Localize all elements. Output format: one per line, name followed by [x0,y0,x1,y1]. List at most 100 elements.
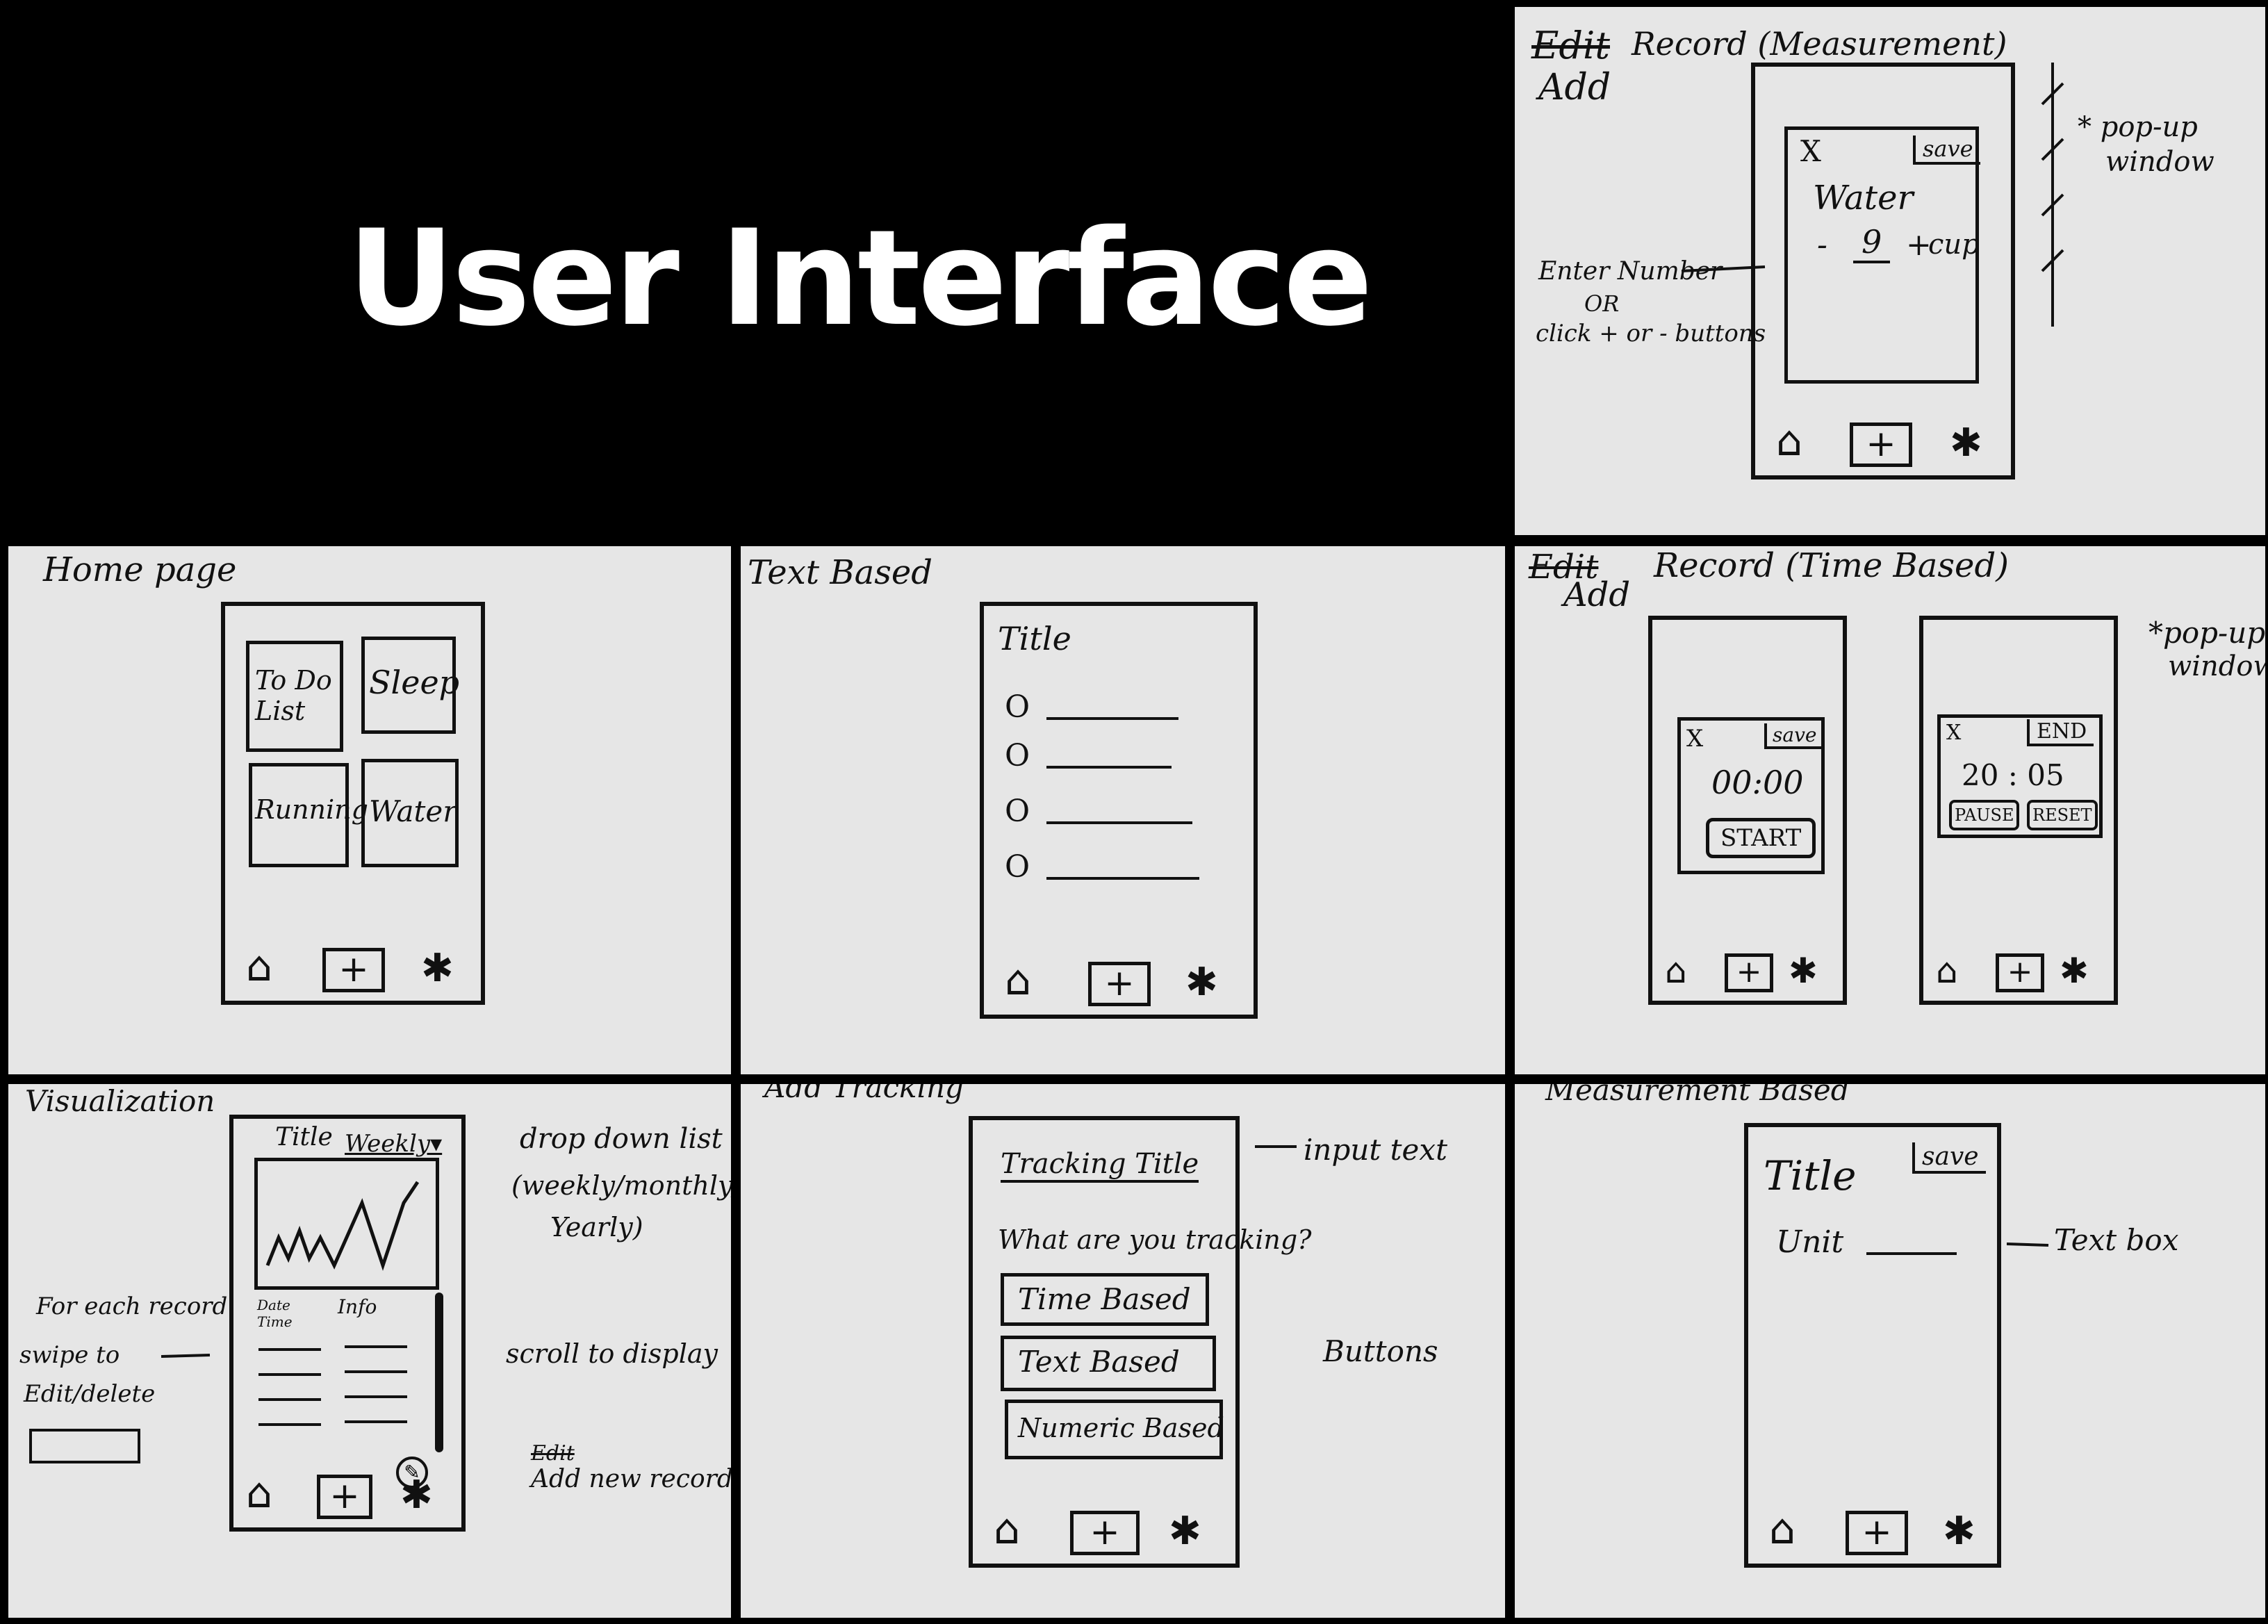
phone-frame: Title save Unit ⌂ + ✱ [1744,1123,2001,1568]
edit-icon: ✎ [404,1461,420,1484]
home-icon[interactable]: ⌂ [1936,951,1958,991]
table-row[interactable] [345,1345,407,1348]
gear-icon[interactable]: ✱ [1950,420,1982,466]
list-item-line[interactable] [1046,877,1199,880]
arrow-icon [2007,1242,2049,1247]
close-button[interactable]: X [1946,721,1962,745]
question-label: What are you tracking? [998,1224,1312,1255]
table-row[interactable] [258,1398,321,1401]
tile-water[interactable]: Water [361,759,459,867]
table-row[interactable] [258,1373,321,1376]
list-item[interactable]: O [1005,738,1030,773]
title-input[interactable]: Title [1764,1152,1857,1199]
note-dropdown: drop down list [520,1123,723,1155]
add-button[interactable]: + [317,1475,372,1519]
save-button[interactable]: save [1913,136,1980,165]
add-button[interactable]: + [1088,962,1151,1006]
heading: Measurement Based [1545,1084,1850,1107]
tile-todo[interactable]: To Do List [246,641,343,752]
heading: Text Based [748,553,932,592]
gear-icon[interactable]: ✱ [1185,960,1218,1005]
popup-window: X save Water - 9 + cup [1784,126,1980,384]
tile-sleep[interactable]: Sleep [361,637,459,734]
gear-icon[interactable]: ✱ [1789,951,1818,991]
tile-running[interactable]: Running [249,763,368,867]
table-row[interactable] [258,1423,321,1426]
home-icon[interactable]: ⌂ [1665,951,1687,991]
list-item-line[interactable] [1046,717,1178,720]
add-button[interactable]: + [1996,953,2044,992]
table-row[interactable] [345,1420,407,1423]
home-icon[interactable]: ⌂ [1776,417,1803,466]
note-or: OR [1584,290,1620,317]
gear-icon[interactable]: ✱ [421,946,454,991]
checkbox-icon[interactable]: O [1005,738,1030,773]
phone-frame: To Do List Sleep Running Water ⌂ + ✱ [221,602,485,1005]
table-row[interactable] [258,1348,321,1351]
gear-icon[interactable]: ✱ [400,1473,433,1518]
note-dropdown-yearly: Yearly) [550,1212,643,1242]
list-item-line[interactable] [1046,821,1192,824]
scrollbar[interactable] [435,1293,443,1452]
tracking-title-input[interactable]: Tracking Title [1001,1148,1199,1183]
table-row[interactable] [345,1370,407,1373]
reset-button[interactable]: RESET [2027,800,2098,830]
heading-edit: Edit [1529,548,1599,587]
checkbox-icon[interactable]: O [1005,689,1030,725]
nav-bar: ⌂ + ✱ [1748,1501,1997,1564]
range-dropdown[interactable]: Weekly▾ [345,1130,443,1158]
option-text-based[interactable]: Text Based [1001,1336,1216,1391]
add-record-button[interactable]: ✎ [396,1457,428,1488]
home-icon[interactable]: ⌂ [1769,1505,1796,1554]
end-button[interactable]: END [2027,719,2094,746]
checkbox-icon[interactable]: O [1005,849,1030,885]
add-button[interactable]: + [1846,1511,1908,1555]
value-input[interactable]: 9 [1853,223,1891,263]
heading-rest: Record (Measurement) [1632,25,2007,63]
add-button[interactable]: + [322,948,385,992]
heading: Visualization [25,1084,215,1118]
home-icon[interactable]: ⌂ [994,1505,1021,1554]
home-icon[interactable]: ⌂ [1005,956,1032,1005]
arrow-icon [1255,1145,1297,1148]
heading: Add Tracking [764,1084,964,1104]
add-button[interactable]: + [1070,1511,1140,1555]
add-button[interactable]: + [1725,953,1773,992]
pause-button[interactable]: PAUSE [1949,800,2020,830]
close-button[interactable]: X [1800,134,1821,168]
save-button[interactable]: save [1764,723,1823,749]
checkbox-icon[interactable]: O [1005,794,1030,829]
timer-popup: X save 00:00 START [1677,717,1825,874]
gear-icon[interactable]: ✱ [1943,1509,1975,1554]
list-item[interactable]: O [1005,849,1030,885]
add-button[interactable]: + [1850,423,1912,467]
close-button[interactable]: X [1686,725,1704,753]
heading-add: Add [1563,575,1631,614]
minus-button[interactable]: - [1817,227,1827,263]
list-item[interactable]: O [1005,794,1030,829]
unit-input[interactable] [1866,1252,1957,1255]
list-item[interactable]: O [1005,689,1030,725]
gear-icon[interactable]: ✱ [2060,951,2089,991]
line-chart [265,1181,420,1271]
page-title: User Interface [347,202,1373,355]
save-button[interactable]: save [1912,1142,1986,1174]
gear-icon[interactable]: ✱ [1169,1509,1201,1554]
chart-title: Title [275,1123,333,1151]
option-numeric-based[interactable]: Numeric Based [1005,1400,1224,1459]
note-add-new: Add new record [531,1465,731,1493]
home-icon[interactable]: ⌂ [246,942,273,991]
list-title: Title [998,620,1071,657]
zigzag-divider [2041,63,2064,327]
option-time-based[interactable]: Time Based [1001,1273,1209,1326]
table-row[interactable] [345,1395,407,1398]
list-item-line[interactable] [1046,766,1172,769]
note-dropdown-options: (weekly/monthly/ [511,1170,731,1201]
home-icon[interactable]: ⌂ [246,1469,273,1518]
item-name: Water [1813,179,1914,218]
start-button[interactable]: START [1706,818,1816,858]
plus-button[interactable]: + [1906,227,1932,263]
note-buttons: Buttons [1323,1334,1438,1368]
nav-bar: ⌂ + ✱ [973,1501,1235,1564]
note-popup: * pop-up [2078,111,2198,143]
